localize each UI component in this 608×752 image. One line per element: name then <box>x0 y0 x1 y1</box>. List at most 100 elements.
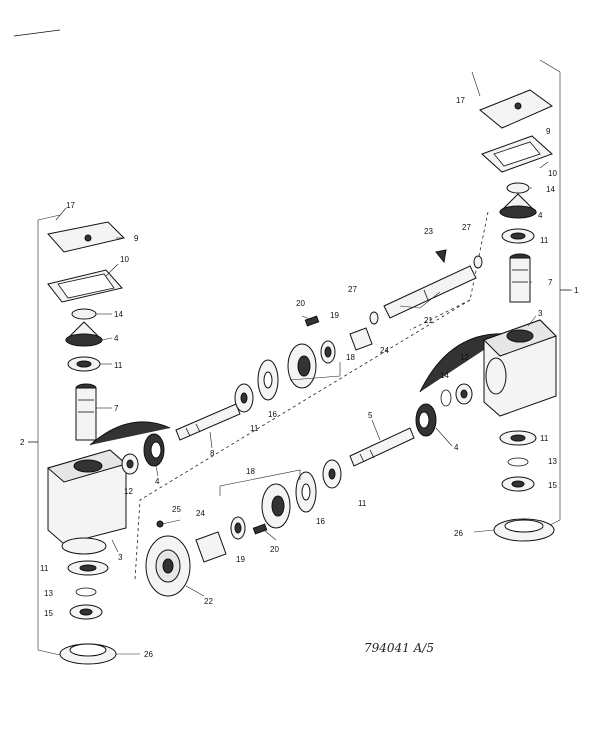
lower-seal-19 <box>230 516 246 540</box>
callout-19-upper: 19 <box>330 311 339 320</box>
callout-24-upper: 24 <box>380 346 389 355</box>
upper-bolt-20 <box>304 315 320 327</box>
callout-26-right: 26 <box>454 529 463 538</box>
callout-9-left: 9 <box>134 234 139 243</box>
lower-coupling-24 <box>195 531 227 563</box>
right-seal-15 <box>501 476 535 492</box>
callout-20-upper: 20 <box>296 299 305 308</box>
callout-7-right: 7 <box>548 278 553 287</box>
callout-4-left-mid: 4 <box>155 477 160 486</box>
lower-bolt-20 <box>252 523 268 535</box>
upper-flange-16 <box>257 359 279 401</box>
callout-11-right-lower: 11 <box>540 434 549 443</box>
callout-2: 2 <box>20 438 25 447</box>
callout-leaders <box>28 71 572 655</box>
upper-shaft-8 <box>175 403 241 441</box>
callout-18-lower: 18 <box>246 467 255 476</box>
callout-11-upper-shaft: 11 <box>250 424 259 433</box>
left-direction-arrow <box>89 421 171 446</box>
right-bottom-cover-26 <box>493 518 555 542</box>
left-bottom-cover-26 <box>59 643 117 665</box>
left-snap-ring-13 <box>75 587 97 597</box>
callout-17-left: 17 <box>66 201 75 210</box>
callout-1: 1 <box>574 286 579 295</box>
callout-26-left: 26 <box>144 650 153 659</box>
callout-18-upper: 18 <box>346 353 355 362</box>
right-vertical-shaft-7 <box>509 253 531 303</box>
right-snap-ring-13 <box>507 457 529 467</box>
corner-mark <box>13 29 61 37</box>
callout-4-left-top: 4 <box>114 334 119 343</box>
callout-11-lower-shaft: 11 <box>358 499 367 508</box>
callout-27-right: 27 <box>462 223 471 232</box>
callout-16-upper: 16 <box>268 410 277 419</box>
callout-11-left-top: 11 <box>114 361 123 370</box>
right-snap-ring-14 <box>506 182 530 194</box>
right-bearing-11-top <box>501 228 535 244</box>
left-snap-ring-14 <box>71 308 97 320</box>
callout-19-lower: 19 <box>236 555 245 564</box>
right-bevel-gear-4 <box>498 193 538 219</box>
callout-labels: 1 2 3 3 4 4 4 4 5 7 7 8 9 9 10 10 11 11 … <box>20 96 579 659</box>
left-bevel-gear-4 <box>64 321 104 347</box>
lower-shaft-5 <box>349 427 415 467</box>
callout-27-left: 27 <box>348 285 357 294</box>
lower-flange-16 <box>295 471 317 513</box>
upper-seal-19 <box>320 340 336 364</box>
lower-flange-housing-18 <box>261 483 291 529</box>
callout-22: 22 <box>204 597 213 606</box>
left-bearing-11-lower <box>67 560 109 576</box>
callout-3-left: 3 <box>118 553 123 562</box>
callout-5: 5 <box>368 411 373 420</box>
left-gasket <box>47 269 123 303</box>
callout-7-left: 7 <box>114 404 119 413</box>
left-vertical-shaft-7 <box>75 383 97 441</box>
callout-13-right: 13 <box>548 457 557 466</box>
drawing-number: 794041 A/5 <box>364 641 434 655</box>
bracket-18-lower <box>219 469 301 496</box>
right-gear-housing-3 <box>483 319 557 417</box>
callout-3-right: 3 <box>538 309 543 318</box>
callout-9-right: 9 <box>546 127 551 136</box>
callout-25: 25 <box>172 505 181 514</box>
centerline-lower <box>134 299 471 581</box>
callout-12-left: 12 <box>124 487 133 496</box>
left-seal-15 <box>69 604 103 620</box>
bracket-18-upper <box>289 362 341 381</box>
lower-bevel-gear-4 <box>415 403 437 437</box>
right-cover-plate <box>479 89 553 129</box>
upper-flange-housing-18 <box>287 343 317 389</box>
left-seal-12 <box>121 453 139 475</box>
right-snap-ring-14-mid <box>440 389 452 407</box>
left-cover-plate <box>47 221 125 253</box>
lower-pulley-22 <box>145 535 191 597</box>
upper-key-23 <box>435 249 447 264</box>
callout-24-lower: 24 <box>196 509 205 518</box>
centerline-upper <box>409 211 489 331</box>
callout-10-left: 10 <box>120 255 129 264</box>
callout-14-right-top: 14 <box>546 185 555 194</box>
callout-14-right-mid: 14 <box>440 371 449 380</box>
callout-13-left: 13 <box>44 589 53 598</box>
bracket-21 <box>399 291 441 309</box>
callout-12-right: 12 <box>460 353 469 362</box>
upper-bearing-11 <box>234 383 254 413</box>
callout-15-right: 15 <box>548 481 557 490</box>
callout-4-right-mid: 4 <box>454 443 459 452</box>
lower-bearing-11 <box>322 459 342 489</box>
upper-drive-shaft-21 <box>383 265 477 319</box>
callout-20-lower: 20 <box>270 545 279 554</box>
callout-8: 8 <box>210 449 215 458</box>
callout-15-left: 15 <box>44 609 53 618</box>
left-bearing-11-top <box>67 356 101 372</box>
left-gear-housing-3 <box>46 449 128 555</box>
callout-21: 21 <box>424 316 433 325</box>
callout-11-right-top: 11 <box>540 236 549 245</box>
upper-coupling-24 <box>349 327 373 351</box>
right-gasket <box>481 135 553 173</box>
right-seal-12 <box>455 383 473 405</box>
upper-bevel-gear-4 <box>143 433 165 467</box>
callout-10-right: 10 <box>548 169 557 178</box>
callout-14-left-top: 14 <box>114 310 123 319</box>
